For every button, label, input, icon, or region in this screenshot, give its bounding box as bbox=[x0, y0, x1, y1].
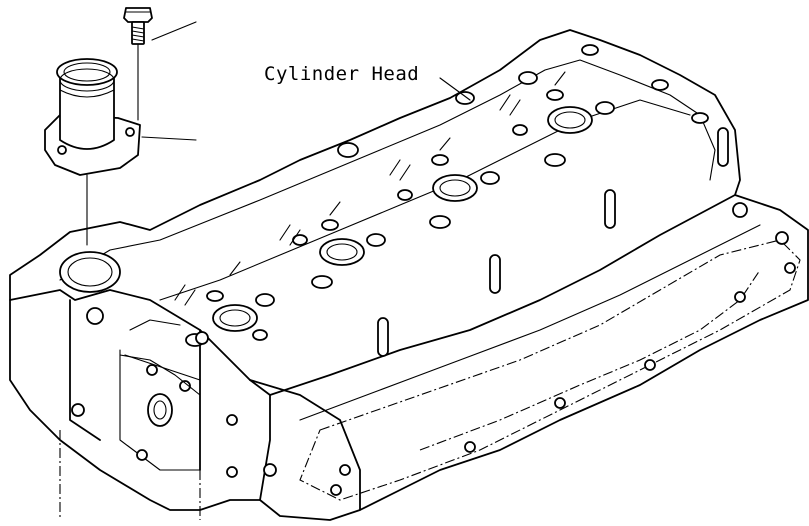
cylinder-port-2 bbox=[292, 219, 386, 289]
cylinder-port-4 bbox=[512, 89, 615, 167]
cylinder-port-3 bbox=[397, 154, 500, 229]
water-outlet-connector-icon bbox=[44, 58, 141, 176]
cylinder-head-label: Cylinder Head bbox=[264, 63, 419, 85]
bolt-icon bbox=[123, 7, 153, 45]
cylinder-head-icon bbox=[9, 29, 809, 521]
leader-lines bbox=[86, 21, 471, 246]
